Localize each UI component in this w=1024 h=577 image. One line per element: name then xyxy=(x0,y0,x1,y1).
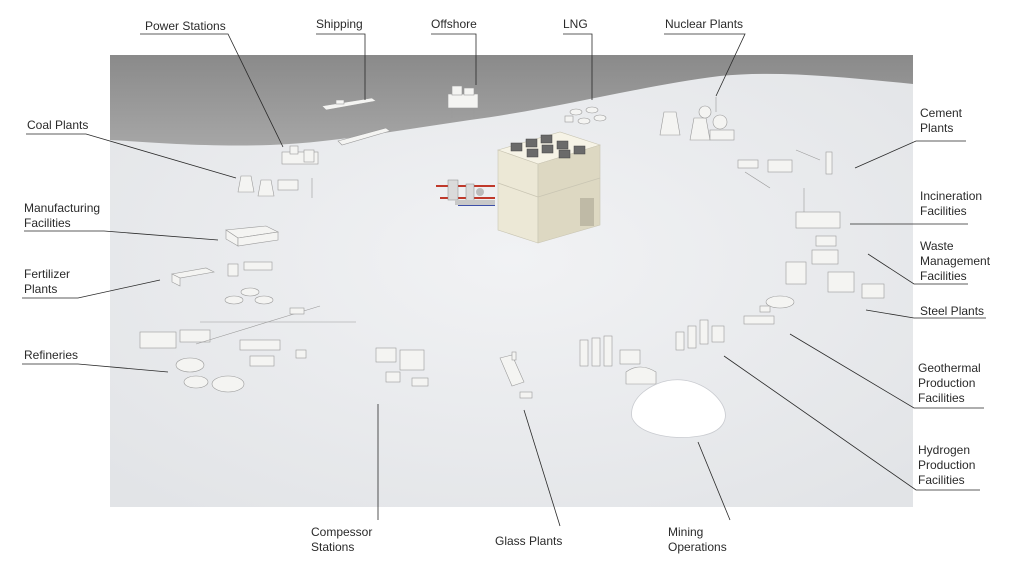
label-cement-plants: Cement Plants xyxy=(920,106,962,136)
label-steel-plants: Steel Plants xyxy=(920,304,984,319)
label-compressor-stations: Compessor Stations xyxy=(311,525,372,555)
label-glass-plants: Glass Plants xyxy=(495,534,562,549)
label-lng: LNG xyxy=(563,17,588,32)
label-hydrogen-production-facilities: Hydrogen Production Facilities xyxy=(918,443,975,488)
label-mining-operations: Mining Operations xyxy=(668,525,727,555)
label-coal-plants: Coal Plants xyxy=(27,118,88,133)
label-geothermal-production-facilities: Geothermal Production Facilities xyxy=(918,361,981,406)
label-refineries: Refineries xyxy=(24,348,78,363)
label-incineration-facilities: Incineration Facilities xyxy=(920,189,982,219)
label-manufacturing-facilities: Manufacturing Facilities xyxy=(24,201,100,231)
label-fertilizer-plants: Fertilizer Plants xyxy=(24,267,70,297)
label-power-stations: Power Stations xyxy=(145,19,226,34)
label-shipping: Shipping xyxy=(316,17,363,32)
label-nuclear-plants: Nuclear Plants xyxy=(665,17,743,32)
label-waste-management-facilities: Waste Management Facilities xyxy=(920,239,990,284)
label-offshore: Offshore xyxy=(431,17,477,32)
